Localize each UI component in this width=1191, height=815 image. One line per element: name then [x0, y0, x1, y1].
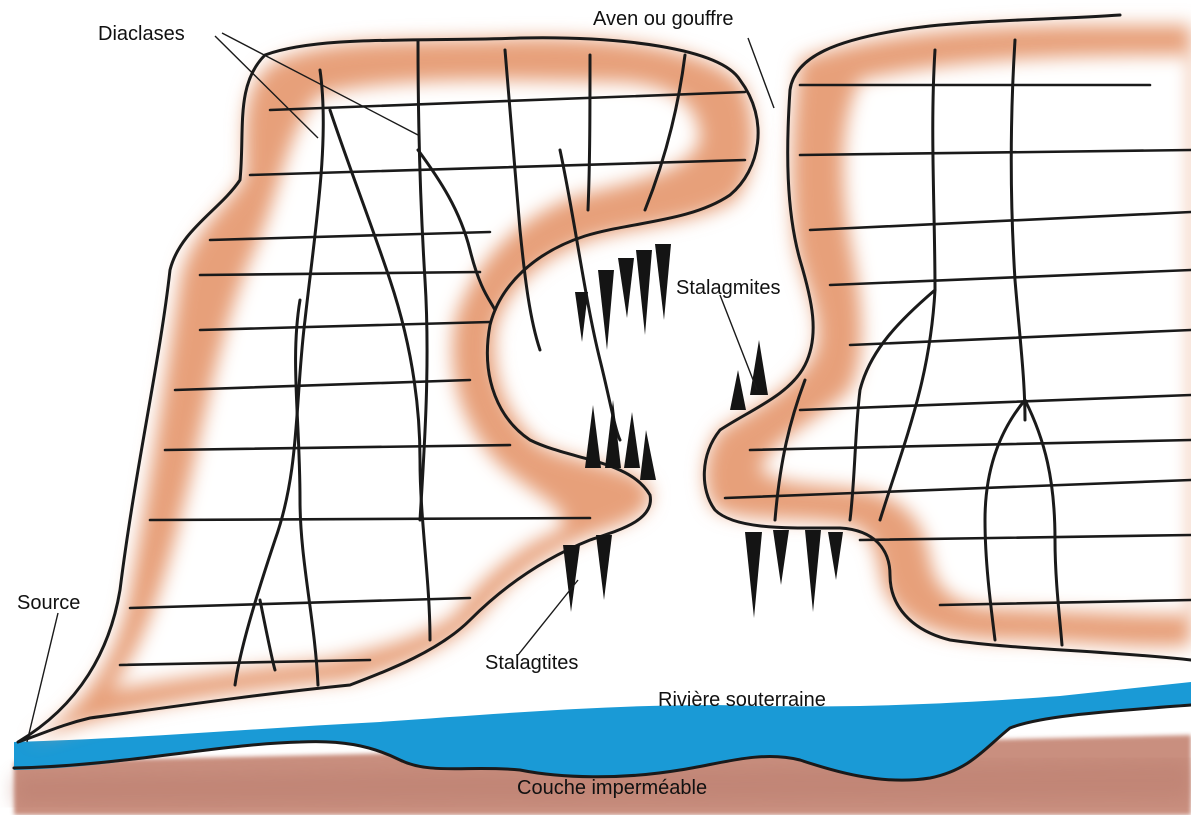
label-stalactites: Stalagtites	[485, 652, 578, 674]
stalactites-lower-left	[563, 535, 612, 612]
label-aven: Aven ou gouffre	[593, 8, 734, 30]
label-source: Source	[17, 592, 80, 614]
label-diaclases: Diaclases	[98, 23, 185, 45]
label-stalagmites: Stalagmites	[676, 277, 781, 299]
label-couche: Couche imperméable	[517, 777, 707, 799]
stalactites-lower-right	[745, 530, 843, 618]
label-riviere: Rivière souterraine	[658, 689, 826, 711]
stalactites-upper	[575, 244, 671, 350]
stalagmites-right	[730, 340, 768, 410]
